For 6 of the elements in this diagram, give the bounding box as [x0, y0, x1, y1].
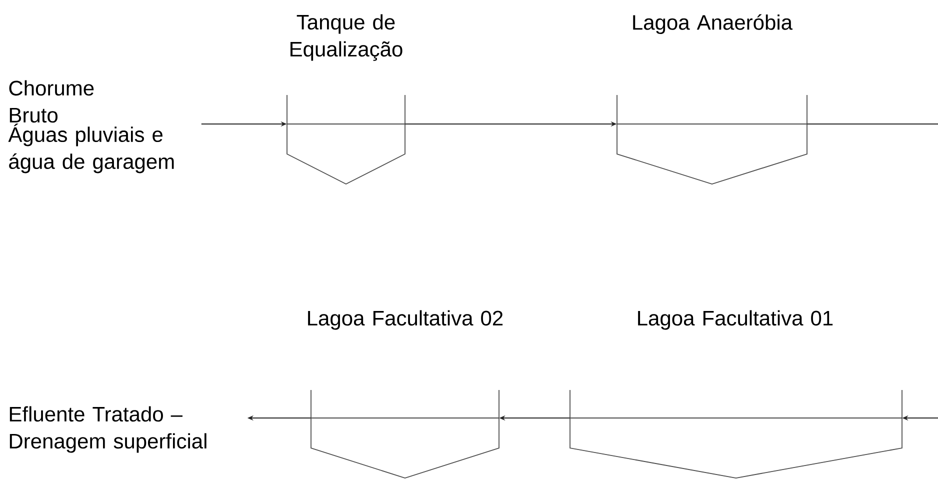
tank-label: Tanque de Equalização — [290, 14, 402, 61]
flow-label: Efluente Tratado – Drenagem superficial — [10, 406, 206, 453]
tank-label: Lagoa Anaeróbia — [633, 14, 793, 34]
tank-label: Lagoa Facultativa 02 — [308, 310, 503, 330]
flow-label: Chorume Bruto Águas pluviais e água de garagem — [8, 80, 174, 174]
tank-label: Lagoa Facultativa 01 — [638, 310, 833, 330]
